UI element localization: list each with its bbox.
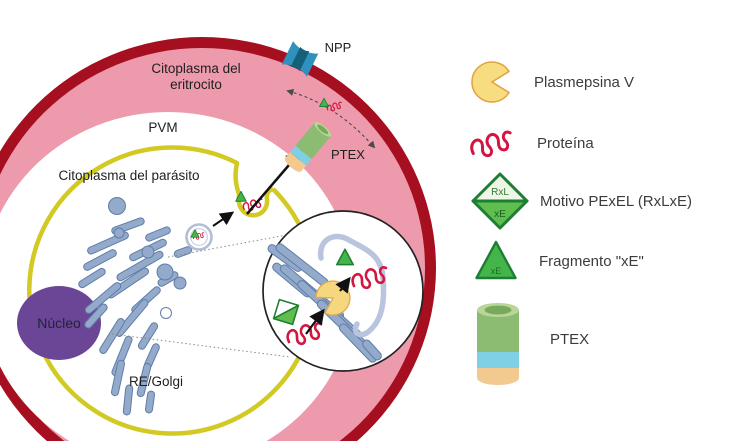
ptex-cylinder-icon: [477, 303, 519, 385]
er-vesicle: [113, 227, 125, 239]
er-golgi-stack: [78, 197, 193, 416]
pacman-icon: [471, 61, 511, 103]
parasite-cytoplasm-label: Citoplasma del parásito: [58, 168, 199, 183]
ptex-label: PTEX: [331, 147, 365, 162]
legend-label-ptex: PTEX: [550, 331, 589, 348]
legend-label-pexel-motif: Motivo PExEL (RxLxE): [540, 193, 692, 210]
legend-label-xe-fragment: Fragmento "xE": [539, 253, 644, 270]
legend-item-protein: Proteína: [470, 130, 594, 158]
pexel-diamond-icon: RxL xE: [471, 172, 529, 230]
er-vesicle-empty: [160, 307, 172, 319]
nucleus: Núcleo: [17, 286, 101, 360]
npp-channel: [281, 41, 319, 77]
diamond-bottom-text: xE: [494, 209, 506, 220]
legend: Plasmepsina V Proteína RxL xE Motivo PEx…: [470, 61, 692, 385]
er-vesicle: [141, 245, 155, 259]
transport-vesicle: [185, 223, 213, 251]
legend-item-plasmepsin-v: Plasmepsina V: [471, 61, 634, 103]
vesicle-to-pocket-arrow: [212, 211, 235, 227]
er-vesicle: [156, 263, 174, 281]
legend-item-ptex: PTEX: [477, 303, 589, 385]
legend-label-protein: Proteína: [537, 135, 594, 152]
er-vesicle: [108, 197, 126, 215]
protein-squiggle-icon: [470, 130, 512, 158]
triangle-text: xE: [491, 266, 502, 276]
inset-arrow-out: [335, 276, 351, 294]
legend-item-xe-fragment: xE Fragmento "xE": [475, 240, 644, 280]
er-golgi-label: RE/Golgi: [129, 374, 183, 389]
inset-pexel-diamond: [272, 298, 300, 326]
xe-triangle-icon: xE: [475, 240, 517, 280]
magnification-lines: [111, 233, 293, 358]
er-vesicle: [173, 276, 187, 290]
inset-arrow-in: [305, 308, 325, 335]
legend-label-plasmepsin-v: Plasmepsina V: [534, 74, 634, 91]
erythrocyte-cytoplasm-label-line1: Citoplasma del: [151, 61, 240, 76]
diamond-top-text: RxL: [491, 187, 509, 198]
legend-item-pexel-motif: RxL xE Motivo PExEL (RxLxE): [471, 172, 692, 230]
pvm-label: PVM: [148, 120, 177, 135]
nucleus-label: Núcleo: [37, 315, 81, 331]
inset-zoom-circle: [262, 210, 424, 372]
erythrocyte-cytoplasm-label-line2: eritrocito: [170, 77, 222, 92]
npp-label: NPP: [325, 40, 352, 55]
